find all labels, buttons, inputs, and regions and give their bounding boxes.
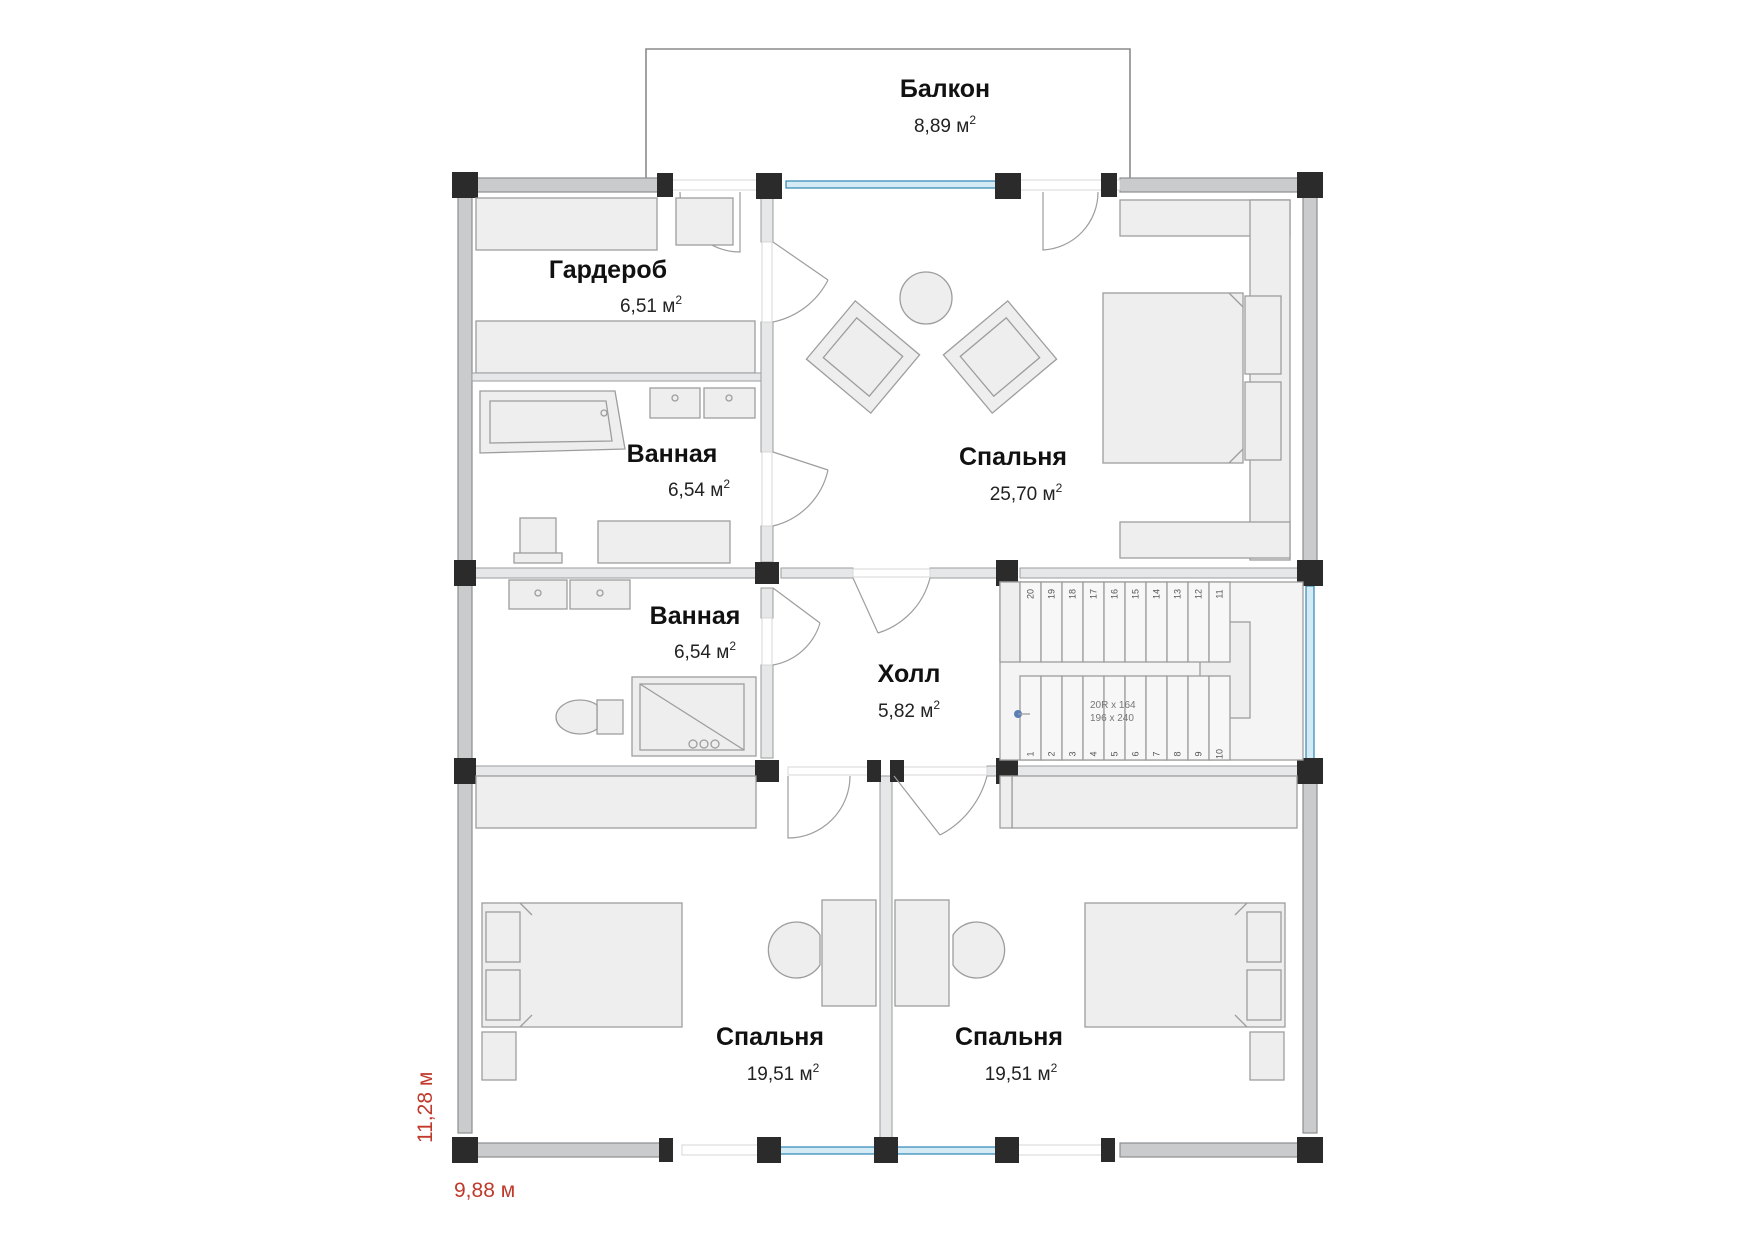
right-bedroom-furniture [894, 899, 1286, 1081]
stair-step-number: 4 [1089, 751, 1099, 756]
room-name-wardrobe: Гардероб [549, 256, 667, 284]
room-area-balcony: 8,89 м [914, 116, 969, 137]
svg-text:25,70 м2: 25,70 м2 [990, 481, 1063, 505]
stair-step-number: 5 [1110, 751, 1120, 756]
svg-text:6,54 м2: 6,54 м2 [668, 477, 730, 501]
room-label-hall: Холл 5,82 м2 [878, 660, 941, 722]
room-name-hall: Холл [878, 660, 941, 688]
room-name-bedroom-master: Спальня [959, 443, 1067, 471]
stair-step-number: 19 [1047, 589, 1057, 599]
stair-step-number: 9 [1194, 751, 1204, 756]
svg-text:6,54 м2: 6,54 м2 [674, 639, 736, 663]
stair-step-number: 3 [1068, 751, 1078, 756]
dimension-height: 11,28 м [414, 1072, 437, 1143]
stair-tread [1145, 675, 1168, 761]
svg-text:19,51 м2: 19,51 м2 [985, 1061, 1058, 1085]
stair-step-number: 11 [1215, 589, 1225, 598]
room-area-bedroom-master: 25,70 м [990, 484, 1056, 505]
stair-tread [1019, 675, 1042, 761]
room-name-bath-lower: Ванная [650, 602, 741, 630]
stair-step-number: 15 [1131, 589, 1141, 599]
stair-step-number: 20 [1026, 589, 1036, 599]
room-area-bath-lower: 6,54 м [674, 642, 729, 663]
lower-bath-furniture [508, 579, 757, 757]
room-name-bedroom-left: Спальня [716, 1023, 824, 1051]
stair-step-number: 18 [1068, 589, 1078, 599]
left-bedroom-furniture [481, 899, 877, 1081]
svg-text:5,82 м2: 5,82 м2 [878, 698, 940, 722]
stair-step-number: 2 [1047, 751, 1057, 756]
stair-tread [1040, 675, 1063, 761]
stair-step-number: 10 [1215, 749, 1225, 759]
stair-tread [1166, 675, 1189, 761]
stair-step-number: 8 [1173, 751, 1183, 756]
stair-tread [1061, 675, 1084, 761]
stair-step-number: 16 [1110, 589, 1120, 599]
stair-step-number: 12 [1194, 589, 1204, 599]
stair-tread [1208, 581, 1231, 663]
stair-step-number: 17 [1089, 589, 1099, 599]
room-area-wardrobe: 6,51 м [620, 296, 675, 317]
doors [679, 191, 1099, 839]
room-name-balcony: Балкон [900, 75, 990, 103]
svg-text:19,51 м2: 19,51 м2 [747, 1061, 820, 1085]
room-label-bath-upper: Ванная 6,54 м2 [627, 440, 731, 501]
balcony [645, 48, 1131, 178]
room-area-bedroom-left: 19,51 м [747, 1064, 813, 1085]
stair-step-number: 1 [1026, 751, 1036, 756]
stair-step-number: 13 [1173, 589, 1183, 599]
room-label-bath-lower: Ванная 6,54 м2 [650, 602, 741, 663]
room-area-hall: 5,82 м [878, 701, 933, 722]
stair-step-number: 6 [1131, 751, 1141, 756]
room-area-bath-upper: 6,54 м [668, 480, 723, 501]
upper-bath-furniture [471, 372, 762, 564]
room-name-bedroom-right: Спальня [955, 1023, 1063, 1051]
dimension-width: 9,88 м [454, 1179, 515, 1202]
room-label-bedroom-right: Спальня 19,51 м2 [955, 1023, 1063, 1085]
room-label-bedroom-master: Спальня 25,70 м2 [959, 443, 1067, 505]
master-bedroom-furniture [805, 199, 1291, 561]
room-label-bedroom-left: Спальня 19,51 м2 [716, 1023, 824, 1085]
posts [452, 172, 1323, 1163]
wardrobe-furniture [475, 197, 756, 374]
stair-step-number: 14 [1152, 589, 1162, 599]
room-name-bath-upper: Ванная [627, 440, 718, 468]
stair-note-2: 196 x 240 [1090, 713, 1134, 724]
stair-tread [1208, 675, 1231, 761]
room-area-bedroom-right: 19,51 м [985, 1064, 1051, 1085]
room-label-wardrobe: Гардероб 6,51 м2 [549, 256, 682, 317]
room-label-balcony: Балкон 8,89 м2 [900, 75, 990, 137]
stair-note-1: 20R x 164 [1090, 700, 1136, 711]
svg-text:6,51 м2: 6,51 м2 [620, 293, 682, 317]
stair-step-number: 7 [1152, 751, 1162, 756]
svg-text:8,89 м2: 8,89 м2 [914, 113, 976, 137]
stair-tread [1187, 675, 1210, 761]
lower-bedroom-closets [475, 775, 1298, 829]
